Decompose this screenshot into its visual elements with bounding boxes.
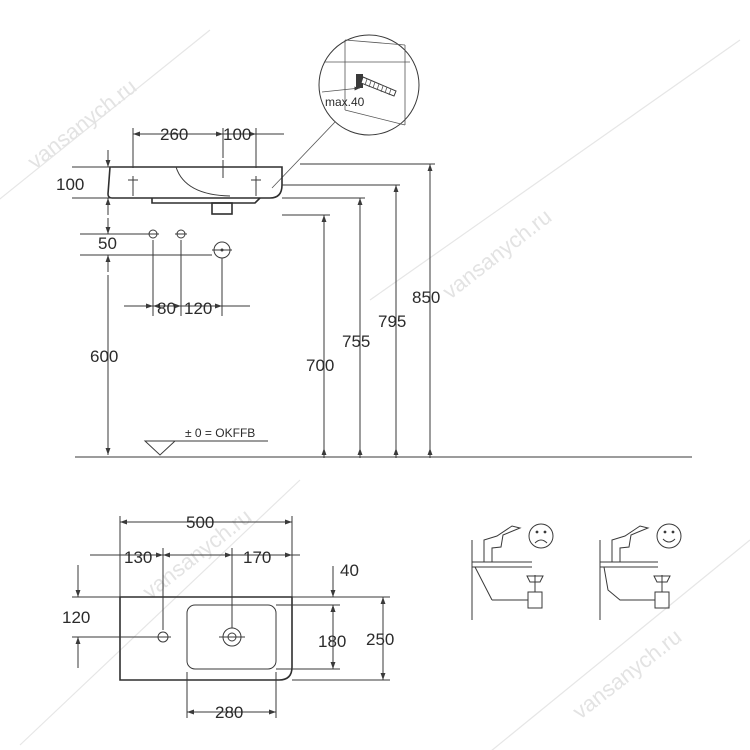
screw-max-label: max.40 bbox=[325, 95, 365, 109]
dim-180: 180 bbox=[318, 632, 346, 651]
basin-top-outline bbox=[119, 596, 293, 681]
basin-bowl-curve bbox=[175, 166, 231, 197]
dim-700: 700 bbox=[306, 356, 334, 375]
basin-side-outline bbox=[107, 166, 283, 199]
dim-260: 260 bbox=[160, 125, 188, 144]
floor-level-marker bbox=[143, 440, 177, 456]
watermark-text: vansanych.ru bbox=[438, 204, 557, 304]
siphon-icon bbox=[654, 591, 670, 609]
watermark-text: vansanych.ru bbox=[23, 74, 142, 174]
happy-face-icon bbox=[656, 523, 682, 549]
top-view: 500 130 170 120 40 180 250 bbox=[62, 513, 394, 722]
sad-face-icon bbox=[528, 523, 554, 549]
dim-80: 80 bbox=[157, 299, 176, 318]
waste-outlet bbox=[211, 202, 233, 215]
dim-130: 130 bbox=[124, 548, 152, 567]
dim-120: 120 bbox=[184, 299, 212, 318]
dim-500: 500 bbox=[186, 513, 214, 532]
dim-250: 250 bbox=[366, 630, 394, 649]
screw-icon bbox=[356, 74, 397, 97]
dim-100-top: 100 bbox=[223, 125, 251, 144]
dim-755: 755 bbox=[342, 332, 370, 351]
install-example-correct bbox=[599, 523, 682, 620]
faucet-icon bbox=[483, 525, 522, 562]
floor-level-label: ± 0 = OKFFB bbox=[185, 426, 255, 440]
dim-100-left: 100 bbox=[56, 175, 84, 194]
dim-280: 280 bbox=[215, 703, 243, 722]
dim-600: 600 bbox=[90, 347, 118, 366]
dim-850: 850 bbox=[412, 288, 440, 307]
faucet-icon bbox=[611, 525, 650, 562]
dim-50: 50 bbox=[98, 234, 117, 253]
dim-120-top: 120 bbox=[62, 608, 90, 627]
dim-40: 40 bbox=[340, 561, 359, 580]
dim-170: 170 bbox=[243, 548, 271, 567]
siphon-icon bbox=[527, 591, 543, 609]
basin-underside bbox=[151, 197, 261, 204]
screw-detail: max.40 bbox=[271, 34, 420, 189]
install-example-wrong bbox=[471, 523, 554, 620]
dim-795: 795 bbox=[378, 312, 406, 331]
side-view: 260 100 100 50 80 120 600 bbox=[56, 125, 692, 458]
